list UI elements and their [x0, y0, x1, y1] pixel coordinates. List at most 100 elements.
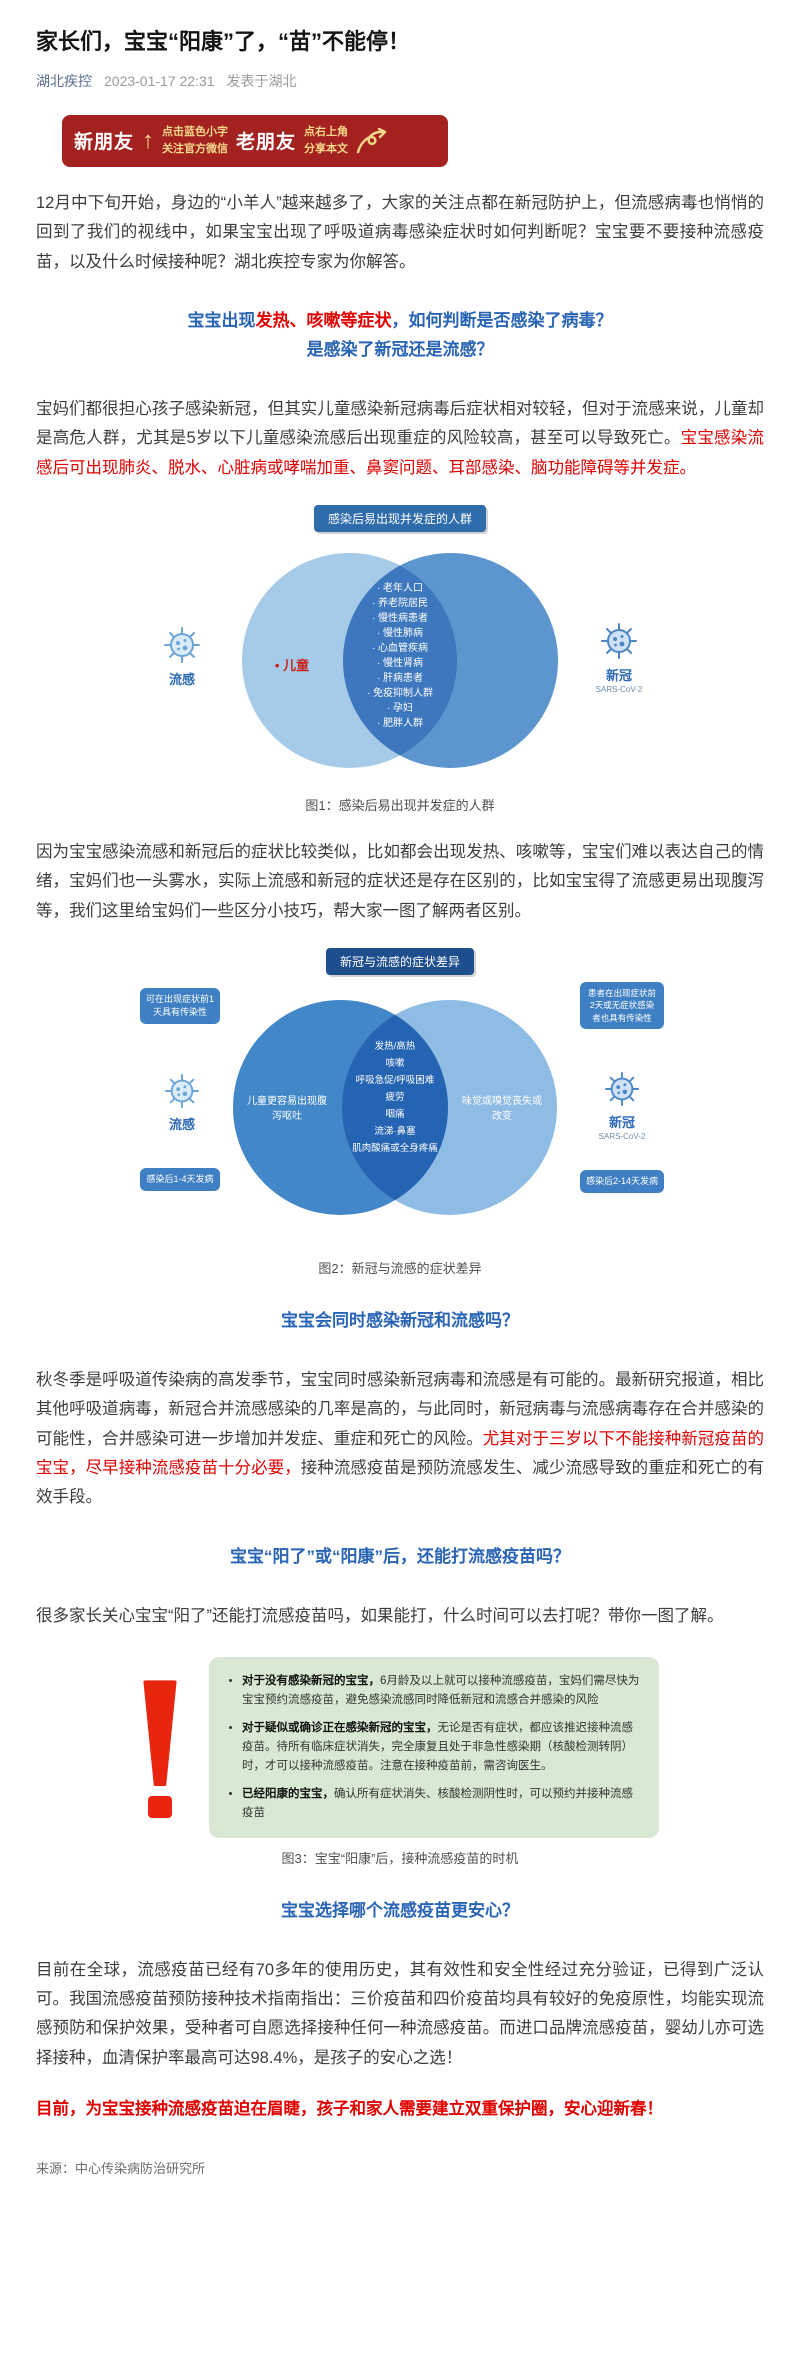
covid-sublabel: SARS-CoV-2: [595, 684, 643, 694]
covid-symptom-circle: [342, 1000, 557, 1215]
shared-group-item: 慢性肾病: [348, 656, 452, 671]
section-heading-which-vaccine: 宝宝选择哪个流感疫苗更安心？: [281, 1900, 519, 1920]
byline: 湖北疾控 2023-01-17 22:31 发表于湖北: [36, 71, 764, 91]
flu-virus-block: 流感: [136, 626, 228, 688]
covid-label: 新冠: [608, 1115, 635, 1130]
flu-virus-icon: [164, 626, 200, 663]
publish-time: 2023-01-17 22:31: [104, 72, 215, 89]
follow-share-banner[interactable]: 新朋友 ↑ 点击蓝色小字 关注官方微信 老朋友 点右上角 分享本文: [62, 114, 448, 167]
shared-symptom-item: 肌肉酸痛或全身疼痛: [352, 1143, 438, 1154]
shared-group-item: 慢性病患者: [348, 611, 452, 626]
risk-text: 宝妈们都很担心孩子感染新冠，但其实儿童感染新冠病毒后症状相对较轻，但对于流感来说…: [36, 399, 764, 448]
page-title: 家长们，宝宝“阳康”了，“苗”不能停！: [36, 29, 411, 54]
covid-virus-icon: [605, 1072, 639, 1106]
heading1-part2: ，如何判断是否感染了病毒？: [391, 311, 613, 331]
timing-bullet-not-infected: 对于没有感染新冠的宝宝，6月龄及以上就可以接种流感疫苗，宝妈们需尽快为宝宝预约流…: [242, 1672, 641, 1710]
shared-group-item: 养老院居民: [348, 596, 452, 611]
covid-label: 新冠: [605, 667, 632, 683]
heading1-highlight: 发热、咳嗽等症状: [255, 311, 392, 331]
paragraph-risk: 宝妈们都很担心孩子感染新冠，但其实儿童感染新冠病毒后症状相对较轻，但对于流感来说…: [36, 395, 764, 483]
covid-virus-icon: [601, 622, 637, 659]
figure1-venn[interactable]: 感染后易出现并发症的人群: [130, 504, 670, 785]
section-heading-after-covid: 宝宝“阳了”或“阳康”后，还能打流感疫苗吗？: [230, 1546, 570, 1566]
flu-label: 流感: [168, 1117, 195, 1132]
timing-bullet-recovered: 已经阳康的宝宝，确认所有症状消失、核酸检测阴性时，可以预约并接种流感疫苗: [242, 1785, 641, 1823]
covid-virus-block: 新冠 SARS-CoV-2: [582, 1072, 662, 1141]
shared-symptom-item: 流涕·鼻塞: [374, 1126, 416, 1137]
figure3-infographic[interactable]: 对于没有感染新冠的宝宝，6月龄及以上就可以接种流感疫苗，宝妈们需尽快为宝宝预约流…: [90, 1656, 710, 1838]
section-heading-coinfection: 宝宝会同时感染新冠和流感吗？: [281, 1311, 519, 1330]
covid-sublabel: SARS-CoV-2: [598, 1132, 646, 1141]
publish-location: 发表于湖北: [226, 72, 297, 89]
coinfection-text1: 秋冬季是呼吸道传染病的高发季节，宝宝同时感染新冠病毒和流感是有可能的。最新研究报…: [36, 1370, 764, 1448]
risk-complications-text: 宝宝感染流感后可出现肺炎、脱水、心脏病或哮喘加重、鼻窦问题、耳部感染、脑功能障碍…: [36, 429, 764, 477]
shared-group-item: 老年人口: [348, 581, 452, 596]
follow-hint: 点击蓝色小字 关注官方微信: [162, 124, 228, 158]
bullet-text: 确认所有症状消失、核酸检测阴性时，可以预约并接种流感疫苗: [242, 1787, 633, 1819]
bullet-text: 无论是否有症状，都应该推迟接种流感疫苗。待所有临床症状消失，完全康复且处于非急性…: [242, 1721, 633, 1772]
share-hint-line1: 点右上角: [304, 125, 349, 138]
heading1-line2: 是感染了新冠还是流感？: [306, 339, 494, 359]
shared-group-item: 免疫抑制人群: [348, 686, 452, 701]
paragraph-difference: 因为宝宝感染流感和新冠后的症状比较类似，比如都会出现发热、咳嗽等，宝宝们难以表达…: [36, 842, 764, 920]
article: 家长们，宝宝“阳康”了，“苗”不能停！ 湖北疾控 2023-01-17 22:3…: [0, 0, 800, 2223]
figure1-title: 感染后易出现并发症的人群: [313, 504, 487, 532]
share-hint: 点右上角 分享本文: [304, 124, 348, 158]
exclamation-bar: [143, 1680, 177, 1787]
flu-only-symptom: 儿童更容易出现腹泻呕吐: [247, 1096, 327, 1122]
shared-symptom-item: 咽痛: [385, 1109, 405, 1120]
bullet-text: 6月龄及以上就可以接种流感疫苗，宝妈们需尽快为宝宝预约流感疫苗，避免感染流感同时…: [242, 1674, 640, 1706]
call-to-action: 目前，为宝宝接种流感疫苗迫在眉睫，孩子和家人需要建立双重保护圈，安心迎新春！: [36, 2100, 663, 2119]
exclamation-icon: [141, 1676, 179, 1819]
flu-virus-block: 流感: [142, 1074, 222, 1133]
shared-group-item: 肝病患者: [348, 671, 452, 686]
paragraph-intro: 12月中下旬开始，身边的“小羊人”越来越多了，大家的关注点都在新冠防护上，但流感…: [36, 193, 764, 271]
follow-hint-line1: 点击蓝色小字: [162, 125, 229, 138]
figure2-title: 新冠与流感的症状差异: [325, 948, 475, 975]
shared-group-item: 慢性肺病: [348, 626, 452, 641]
follow-hint-line2: 关注官方微信: [162, 142, 229, 155]
flu-onset-box: 感染后1-4天发病: [140, 1168, 220, 1192]
figure2-overlay: 可在出现症状前1天具有传染性 流感: [130, 948, 670, 1248]
paragraph-coinfection: 秋冬季是呼吸道传染病的高发季节，宝宝同时感染新冠病毒和流感是有可能的。最新研究报…: [36, 1366, 764, 1513]
figure1-caption: 图1：感染后易出现并发症的人群: [305, 797, 495, 813]
bullet-lead: 对于没有感染新冠的宝宝，: [242, 1674, 380, 1687]
coinfection-red-text: 尤其对于三岁以下不能接种新冠疫苗的宝宝，尽早接种流感疫苗十分必要，: [36, 1429, 765, 1477]
section-heading-symptoms: 宝宝出现发热、咳嗽等症状，如何判断是否感染了病毒？ 是感染了新冠还是流感？: [42, 307, 758, 365]
flu-infectious-box: 可在出现症状前1天具有传染性: [140, 988, 220, 1025]
account-link[interactable]: 湖北疾控: [36, 72, 92, 89]
source-line: 来源：中心传染病防治研究所: [36, 2161, 206, 2177]
up-arrow-icon: ↑: [142, 126, 155, 154]
shared-symptom-item: 呼吸急促/呼吸困难: [355, 1075, 435, 1086]
figure2-venn[interactable]: 新冠与流感的症状差异 可在出现症状前1天具有传染性: [130, 948, 670, 1248]
shared-group-item: 心血管疾病: [348, 641, 452, 656]
flu-label: 流感: [168, 671, 195, 687]
covid-infectious-box: 患者在出现症状前2天或无症状感染者也具有传染性: [580, 982, 664, 1029]
shared-symptom-item: 咳嗽: [385, 1058, 405, 1069]
old-friends-label: 老朋友: [236, 132, 297, 154]
figure3-caption: 图3：宝宝“阳康”后，接种流感疫苗的时机: [281, 1850, 519, 1866]
timing-bullet-infected: 对于疑似或确诊正在感染新冠的宝宝，无论是否有症状，都应该推迟接种流感疫苗。待所有…: [242, 1719, 641, 1776]
vaccine-timing-list: 对于没有感染新冠的宝宝，6月龄及以上就可以接种流感疫苗，宝妈们需尽快为宝宝预约流…: [227, 1672, 641, 1823]
paragraph-vaccine-choice: 目前在全球，流感疫苗已经有70多年的使用历史，其有效性和安全性经过充分验证，已得…: [36, 1960, 764, 2067]
figure1-overlay: 流感 儿童 老年人口 养老院居民 慢性病患者 慢性肺病 心血管疾病 慢性肾病 肝…: [130, 505, 670, 785]
share-arrow-icon: [356, 127, 387, 154]
new-friends-label: 新朋友: [74, 132, 135, 154]
children-highlight: 儿童: [252, 655, 332, 674]
heading1-part1: 宝宝出现: [187, 311, 256, 331]
flu-virus-icon: [165, 1074, 199, 1108]
covid-only-symptom: 味觉或嗅觉丧失或改变: [462, 1096, 542, 1122]
shared-group-item: 肥胖人群: [348, 716, 452, 731]
shared-symptom-item: 疲劳: [385, 1092, 405, 1103]
figure2-caption: 图2：新冠与流感的症状差异: [318, 1261, 482, 1276]
coinfection-text2: 接种流感疫苗是预防流感发生、减少流感导致的重症和死亡的有效手段。: [36, 1458, 765, 1507]
shared-group-item: 孕妇: [348, 701, 452, 716]
shared-symptom-item: 发热/高热: [374, 1041, 416, 1052]
bullet-lead: 对于疑似或确诊正在感染新冠的宝宝，: [242, 1721, 438, 1734]
figure1-shared-list: 老年人口 养老院居民 慢性病患者 慢性肺病 心血管疾病 慢性肾病 肝病患者 免疫…: [348, 581, 452, 731]
vaccine-timing-box: 对于没有感染新冠的宝宝，6月龄及以上就可以接种流感疫苗，宝妈们需尽快为宝宝预约流…: [209, 1656, 659, 1838]
covid-onset-box: 感染后2-14天发病: [580, 1170, 664, 1194]
share-hint-line2: 分享本文: [304, 142, 349, 155]
bullet-lead: 已经阳康的宝宝，: [242, 1787, 334, 1800]
paragraph-when-to-vaccinate: 很多家长关心宝宝“阳了”还能打流感疫苗吗，如果能打，什么时间可以去打呢？带你一图…: [36, 1606, 724, 1625]
